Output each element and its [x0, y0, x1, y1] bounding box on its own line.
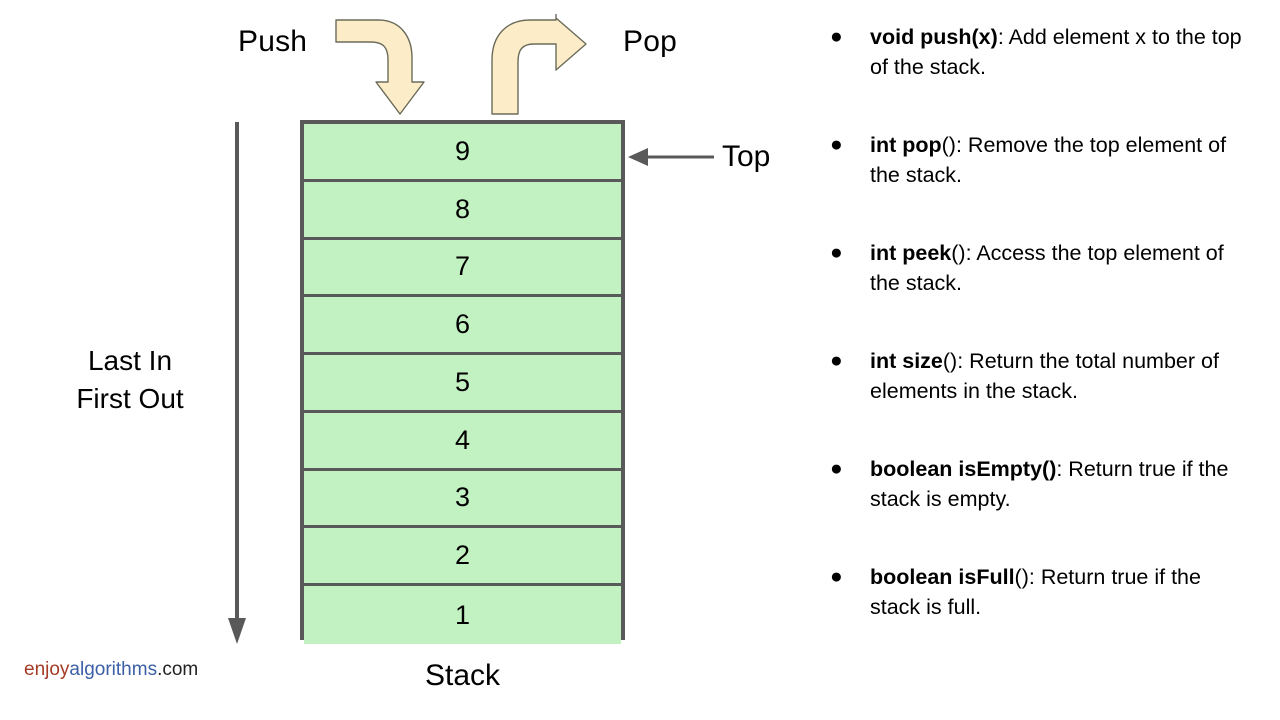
- top-label: Top: [722, 140, 771, 173]
- bullet-icon: ●: [830, 457, 843, 480]
- operation-signature: boolean isEmpty(): [870, 457, 1057, 481]
- operation-signature: int pop: [870, 133, 942, 157]
- push-label: Push: [238, 25, 308, 58]
- stack-cell: 2: [304, 528, 621, 587]
- stack-cell: 9: [304, 124, 621, 182]
- list-item: ● int peek(): Access the top element of …: [826, 238, 1246, 298]
- operation-signature: void push(x): [870, 25, 998, 49]
- operation-description: : Access the top element of the stack.: [870, 241, 1224, 295]
- operation-description: : Return the total number of elements in…: [870, 349, 1219, 403]
- operation-paren: (): [951, 241, 966, 265]
- watermark: enjoyalgorithms.com: [24, 658, 198, 682]
- operation-description: : Return true if the stack is empty.: [870, 457, 1229, 511]
- stack-cell: 8: [304, 181, 621, 240]
- bullet-icon: ●: [830, 133, 843, 156]
- operations-list: ● void push(x): Add element x to the top…: [826, 22, 1246, 670]
- operation-description: : Return true if the stack is full.: [870, 565, 1201, 619]
- watermark-part3: .com: [157, 659, 199, 680]
- bullet-icon: ●: [830, 25, 843, 48]
- watermark-part2: algorithms: [69, 659, 158, 680]
- lifo-label-line1: Last In: [87, 345, 173, 376]
- operation-text: boolean isFull(): Return true if the sta…: [870, 562, 1246, 622]
- operation-paren: (): [942, 349, 958, 373]
- operation-text: int peek(): Access the top element of th…: [870, 238, 1246, 298]
- lifo-label-line2: First Out: [76, 383, 184, 414]
- lifo-label: Last In First Out: [20, 342, 240, 418]
- stack-cell: 3: [304, 470, 621, 529]
- operation-paren: (): [1014, 565, 1029, 589]
- list-item: ● boolean isEmpty(): Return true if the …: [826, 454, 1246, 514]
- operation-signature: boolean isFull: [870, 565, 1015, 589]
- operation-text: void push(x): Add element x to the top o…: [870, 22, 1246, 82]
- down-arrow-icon: [228, 122, 246, 644]
- bullet-icon: ●: [830, 241, 843, 264]
- operation-description: : Remove the top element of the stack.: [870, 133, 1227, 187]
- list-item: ● int pop(): Remove the top element of t…: [826, 130, 1246, 190]
- stack-cell: 6: [304, 297, 621, 356]
- operation-description: : Add element x to the top of the stack.: [870, 25, 1242, 79]
- operation-text: boolean isEmpty(): Return true if the st…: [870, 454, 1246, 514]
- stack-cell: 4: [304, 412, 621, 471]
- list-item: ● void push(x): Add element x to the top…: [826, 22, 1246, 82]
- operation-text: int size(): Return the total number of e…: [870, 346, 1246, 406]
- watermark-part1: enjoy: [24, 659, 70, 680]
- operation-signature: int peek: [870, 241, 952, 265]
- operation-signature: int size: [870, 349, 943, 373]
- operation-paren: (): [941, 133, 956, 157]
- stack-cell: 7: [304, 239, 621, 298]
- curved-up-right-arrow-icon: [491, 14, 587, 115]
- stack-cell: 5: [304, 355, 621, 413]
- operation-text: int pop(): Remove the top element of the…: [870, 130, 1246, 190]
- list-item: ● boolean isFull(): Return true if the s…: [826, 562, 1246, 622]
- pop-label: Pop: [623, 25, 677, 58]
- stack-caption: Stack: [424, 659, 501, 692]
- left-arrow-icon: [628, 148, 714, 166]
- curved-down-arrow-icon: [335, 19, 425, 115]
- bullet-icon: ●: [830, 349, 843, 372]
- bullet-icon: ●: [830, 565, 843, 588]
- list-item: ● int size(): Return the total number of…: [826, 346, 1246, 406]
- stack-container: 9 8 7 6 5 4 3 2 1: [300, 120, 625, 644]
- stack-cell: 1: [304, 586, 621, 644]
